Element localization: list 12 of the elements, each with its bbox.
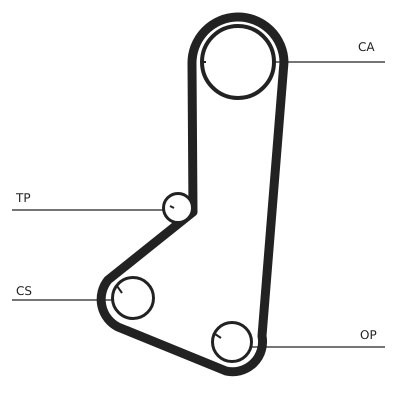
pulley <box>162 192 194 224</box>
leader-line <box>12 209 164 211</box>
pulley <box>111 276 155 320</box>
part-label: CS <box>16 284 32 298</box>
pulley <box>211 321 253 363</box>
part-label: OP <box>360 328 377 342</box>
part-label: TP <box>16 191 31 205</box>
part-label: CA <box>358 40 375 54</box>
pulley <box>200 24 276 100</box>
leader-line <box>251 346 385 348</box>
leader-line <box>12 299 112 301</box>
leader-line <box>275 61 385 63</box>
